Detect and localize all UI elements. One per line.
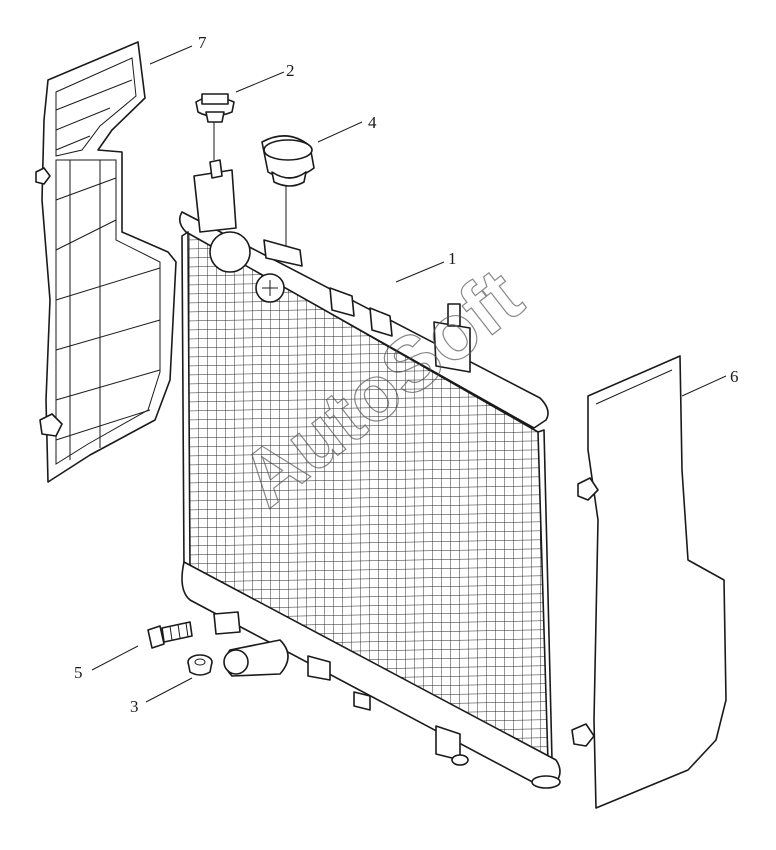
callout-3: 3 <box>130 697 139 716</box>
radiator-part-1 <box>178 159 561 789</box>
callout-7: 7 <box>198 33 207 52</box>
callout-2: 2 <box>286 61 295 80</box>
callout-1: 1 <box>448 249 457 268</box>
upper-plug-part-2 <box>195 93 235 123</box>
left-air-guide-part-7 <box>35 41 177 483</box>
leader-lines <box>91 45 727 703</box>
drain-bolt-part-5 <box>147 621 193 649</box>
callout-5: 5 <box>74 663 83 682</box>
right-air-guide-part-6 <box>571 355 727 809</box>
pressure-cap-part-4 <box>261 135 315 187</box>
grommet-part-3 <box>187 654 213 676</box>
callout-labels: 1 2 3 4 5 6 7 <box>74 33 739 716</box>
callout-6: 6 <box>730 367 739 386</box>
callout-4: 4 <box>368 113 377 132</box>
